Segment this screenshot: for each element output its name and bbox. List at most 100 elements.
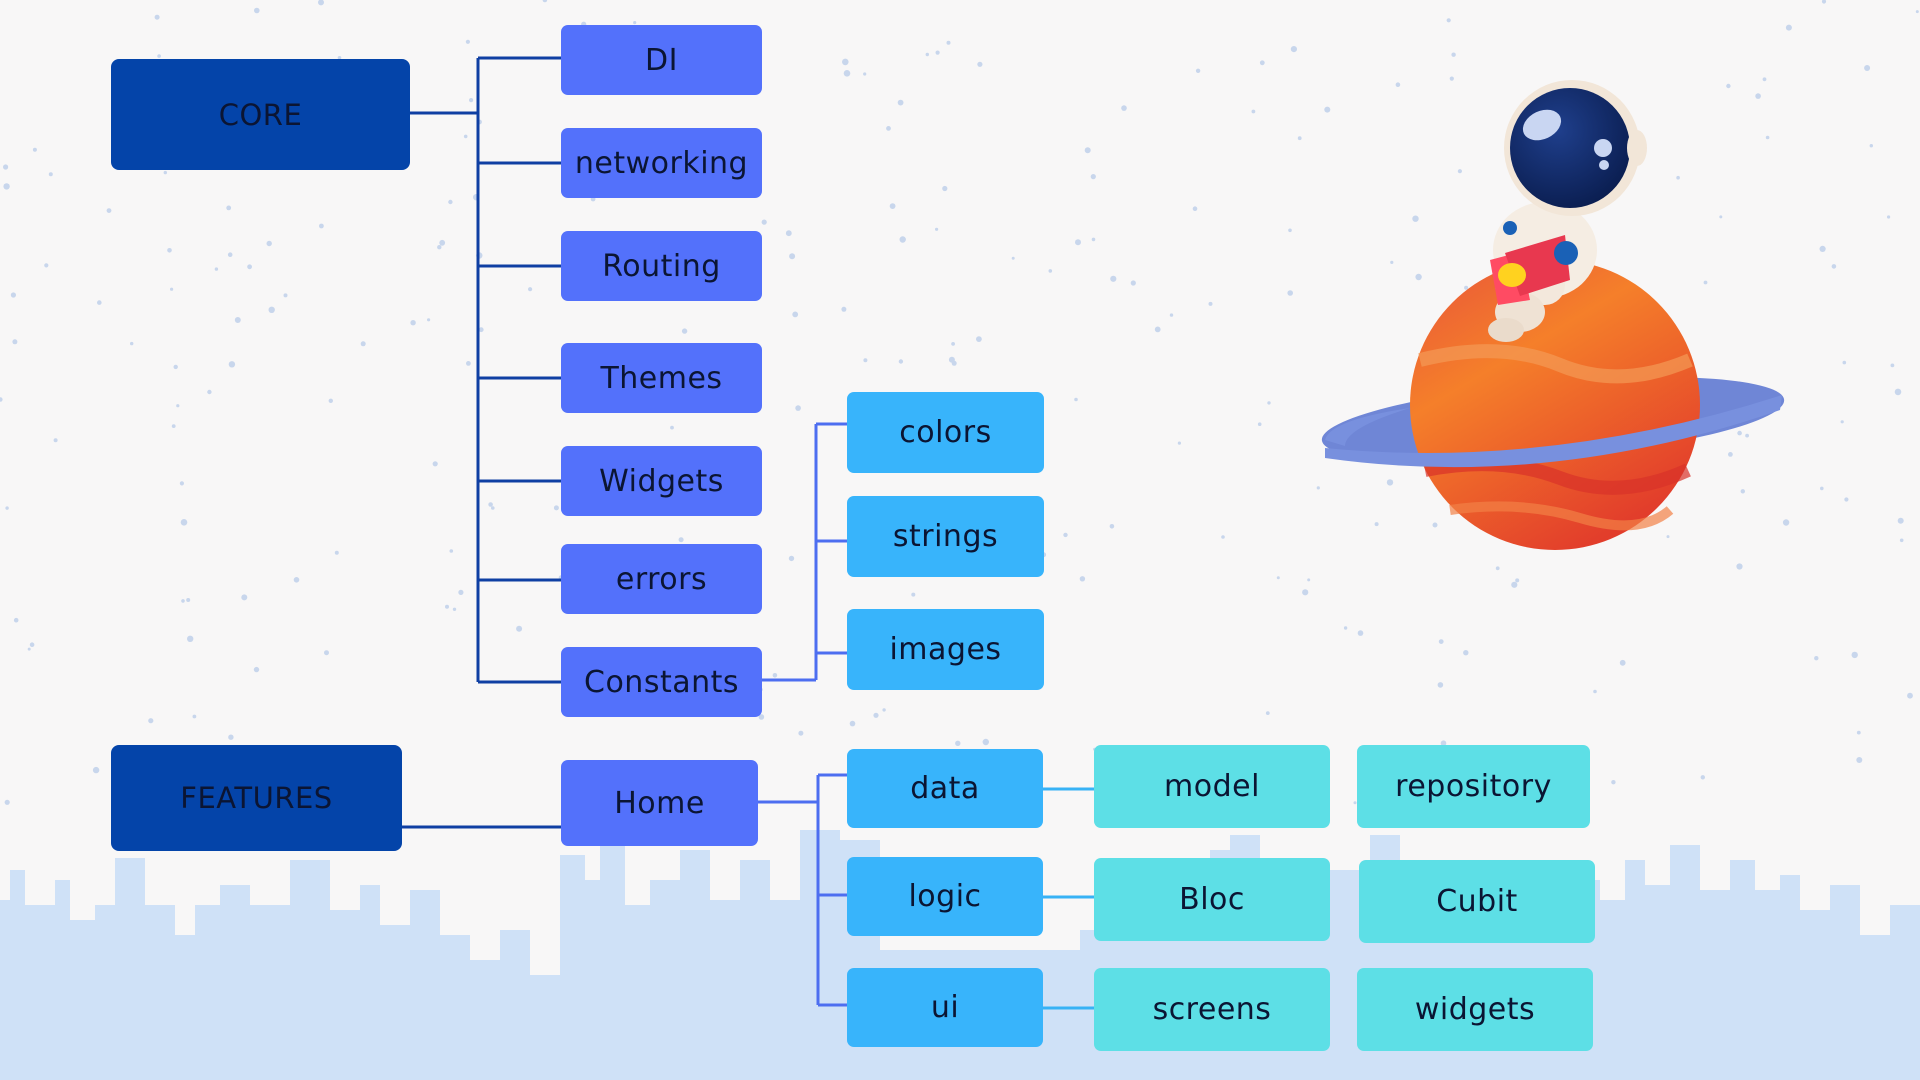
star-dot <box>1703 280 1708 285</box>
star-dot <box>670 425 674 430</box>
star-dot <box>1110 275 1117 282</box>
star-dot <box>488 502 493 507</box>
node-label: colors <box>899 415 992 450</box>
star-dot <box>181 599 185 603</box>
star-dot <box>1154 326 1161 333</box>
node-label: screens <box>1152 992 1272 1027</box>
star-dot <box>187 635 194 642</box>
star-dot <box>445 604 449 609</box>
star-dot <box>53 438 58 443</box>
star-dot <box>253 7 260 14</box>
star-dot <box>337 56 342 60</box>
star-dot <box>1765 135 1770 140</box>
star-dot <box>1619 659 1626 666</box>
star-dot <box>154 14 160 20</box>
star-dot <box>0 397 3 402</box>
constants-child-strings: strings <box>847 496 1044 577</box>
star-dot <box>1907 692 1913 699</box>
star-dot <box>1395 82 1401 87</box>
star-dot <box>1109 524 1115 529</box>
star-dot <box>942 185 948 192</box>
star-dot <box>13 617 19 623</box>
star-dot <box>843 70 851 77</box>
node-label: DI <box>645 42 678 78</box>
node-label: Cubit <box>1436 884 1518 919</box>
star-dot <box>1719 215 1723 219</box>
star-dot <box>1856 730 1861 735</box>
star-dot <box>785 230 792 237</box>
star-dot <box>163 170 167 175</box>
star-dot <box>1611 780 1616 785</box>
star-dot <box>5 506 9 510</box>
star-dot <box>1288 228 1292 233</box>
star-dot <box>982 738 989 746</box>
star-dot <box>466 361 471 366</box>
star-dot <box>32 147 37 152</box>
star-dot <box>1063 532 1068 538</box>
star-dot <box>1412 215 1419 222</box>
star-dot <box>798 730 804 736</box>
node-label: model <box>1164 769 1260 804</box>
home-child-logic: logic <box>847 857 1043 936</box>
star-dot <box>179 481 184 486</box>
star-dot <box>1515 578 1520 583</box>
home-connector <box>758 773 848 1007</box>
star-dot <box>227 252 233 257</box>
star-dot <box>157 54 161 58</box>
star-dot <box>319 223 324 229</box>
star-dot <box>1864 65 1871 71</box>
star-dot <box>758 714 765 720</box>
star-dot <box>761 219 767 225</box>
star-dot <box>1736 563 1743 570</box>
star-dot <box>1265 711 1270 715</box>
star-dot <box>1415 273 1422 281</box>
star-dot <box>478 327 484 333</box>
star-dot <box>1844 497 1849 502</box>
star-dot <box>328 398 333 403</box>
star-dot <box>3 164 9 170</box>
star-dot <box>10 292 16 298</box>
star-dot <box>186 598 191 602</box>
star-dot <box>1290 46 1297 53</box>
star-dot <box>849 720 856 727</box>
star-dot <box>542 0 548 3</box>
features-label: FEATURES <box>180 781 333 815</box>
star-dot <box>176 404 180 408</box>
star-dot <box>1090 174 1096 180</box>
star-dot <box>1302 589 1309 596</box>
core-label: CORE <box>218 97 303 132</box>
star-dot <box>955 740 961 746</box>
node-label: images <box>889 632 1002 667</box>
star-dot <box>491 506 495 510</box>
star-dot <box>886 125 891 131</box>
star-dot <box>1287 290 1293 296</box>
star-dot <box>1464 285 1469 290</box>
data-child-model: model <box>1094 745 1330 828</box>
star-dot <box>951 342 955 346</box>
star-dot <box>334 550 339 555</box>
star-dot <box>1374 522 1379 527</box>
core-child-di: DI <box>561 25 762 95</box>
star-dot <box>228 361 236 368</box>
star-dot <box>899 236 906 243</box>
features-node: FEATURES <box>111 745 402 851</box>
node-label: widgets <box>1414 992 1536 1027</box>
star-dot <box>792 311 799 318</box>
star-dot <box>842 58 849 66</box>
star-dot <box>1785 24 1792 31</box>
constants-child-colors: colors <box>847 392 1044 473</box>
star-dot <box>1074 397 1078 402</box>
star-dot <box>873 712 879 718</box>
star-dot <box>1357 630 1364 636</box>
star-dot <box>1820 486 1824 491</box>
star-dot <box>106 208 112 214</box>
star-dot <box>863 358 868 363</box>
star-dot <box>226 205 232 211</box>
core-child-constants: Constants <box>561 647 762 717</box>
star-dot <box>1869 144 1874 148</box>
star-dot <box>1890 363 1895 368</box>
star-dot <box>1195 68 1201 74</box>
star-dot <box>207 389 212 395</box>
